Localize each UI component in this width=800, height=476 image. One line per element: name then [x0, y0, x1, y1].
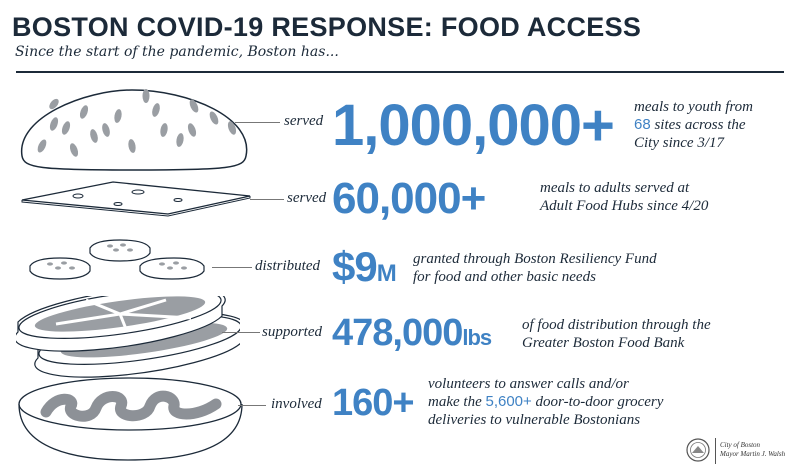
row1-figure: 1,000,000+	[332, 93, 615, 158]
top-bun-icon	[21, 89, 248, 171]
figure-unit: lbs	[462, 325, 492, 350]
sites-count: 68	[634, 116, 651, 133]
desc-line: City since 3/17	[634, 135, 724, 151]
desc-line: Adult Food Hubs since 4/20	[540, 198, 709, 214]
bottom-bun-icon	[18, 377, 243, 461]
desc-line: meals to adults served at	[540, 180, 690, 196]
footer-credit: City of Boston Mayor Martin J. Walsh	[720, 441, 785, 459]
cheese-slice-icon	[21, 181, 251, 217]
row1-verb: served	[284, 113, 324, 129]
desc-line: meals to youth from	[634, 99, 754, 115]
row2-description: meals to adults served at Adult Food Hub…	[540, 179, 708, 215]
leader-line	[250, 199, 284, 200]
footer-divider	[715, 438, 716, 464]
tomato-slices-icon	[16, 296, 240, 378]
row5-verb: involved	[271, 396, 322, 412]
leader-line	[235, 122, 280, 123]
desc-line: volunteers to answer calls and/or	[428, 376, 629, 392]
row3-verb: distributed	[255, 258, 321, 274]
city-seal-icon	[686, 438, 710, 462]
leader-line	[222, 332, 260, 333]
row5-figure: 160+	[332, 382, 415, 424]
row3-figure: $9M	[332, 243, 397, 290]
desc-text: door-to-door grocery	[531, 394, 664, 410]
figure-value: 478,000	[332, 312, 463, 354]
row5-description: volunteers to answer calls and/or make t…	[428, 375, 663, 429]
desc-line: of food distribution through the	[522, 317, 711, 333]
figure-value: $9	[332, 243, 378, 290]
desc-line: Greater Boston Food Bank	[522, 335, 685, 351]
leader-line	[212, 267, 252, 268]
footer-line: City of Boston	[720, 441, 761, 449]
row4-verb: supported	[262, 324, 322, 340]
desc-line: granted through Boston Resiliency Fund	[413, 251, 657, 267]
desc-line: deliveries to vulnerable Bostonians	[428, 412, 641, 428]
header-divider	[16, 71, 784, 73]
row3-description: granted through Boston Resiliency Fund f…	[413, 250, 657, 286]
row4-figure: 478,000lbs	[332, 312, 492, 354]
desc-line: for food and other basic needs	[413, 269, 596, 285]
desc-line: make the 5,600+ door-to-door grocery	[428, 393, 663, 411]
row2-figure: 60,000+	[332, 174, 486, 223]
page-title: BOSTON COVID-19 RESPONSE: FOOD ACCESS	[12, 12, 642, 42]
page-subtitle: Since the start of the pandemic, Boston …	[15, 44, 339, 60]
footer-line: Mayor Martin J. Walsh	[720, 450, 786, 458]
row4-description: of food distribution through the Greater…	[522, 316, 711, 352]
leader-line	[238, 405, 266, 406]
figure-unit: M	[376, 260, 397, 287]
desc-text: make the	[428, 394, 486, 410]
desc-text: sites across the	[650, 117, 746, 133]
row2-verb: served	[287, 190, 327, 206]
deliveries-count: 5,600+	[485, 393, 532, 410]
desc-line: 68 sites across the	[634, 116, 753, 134]
row1-description: meals to youth from 68 sites across the …	[634, 98, 753, 152]
patties-icon	[29, 239, 205, 280]
